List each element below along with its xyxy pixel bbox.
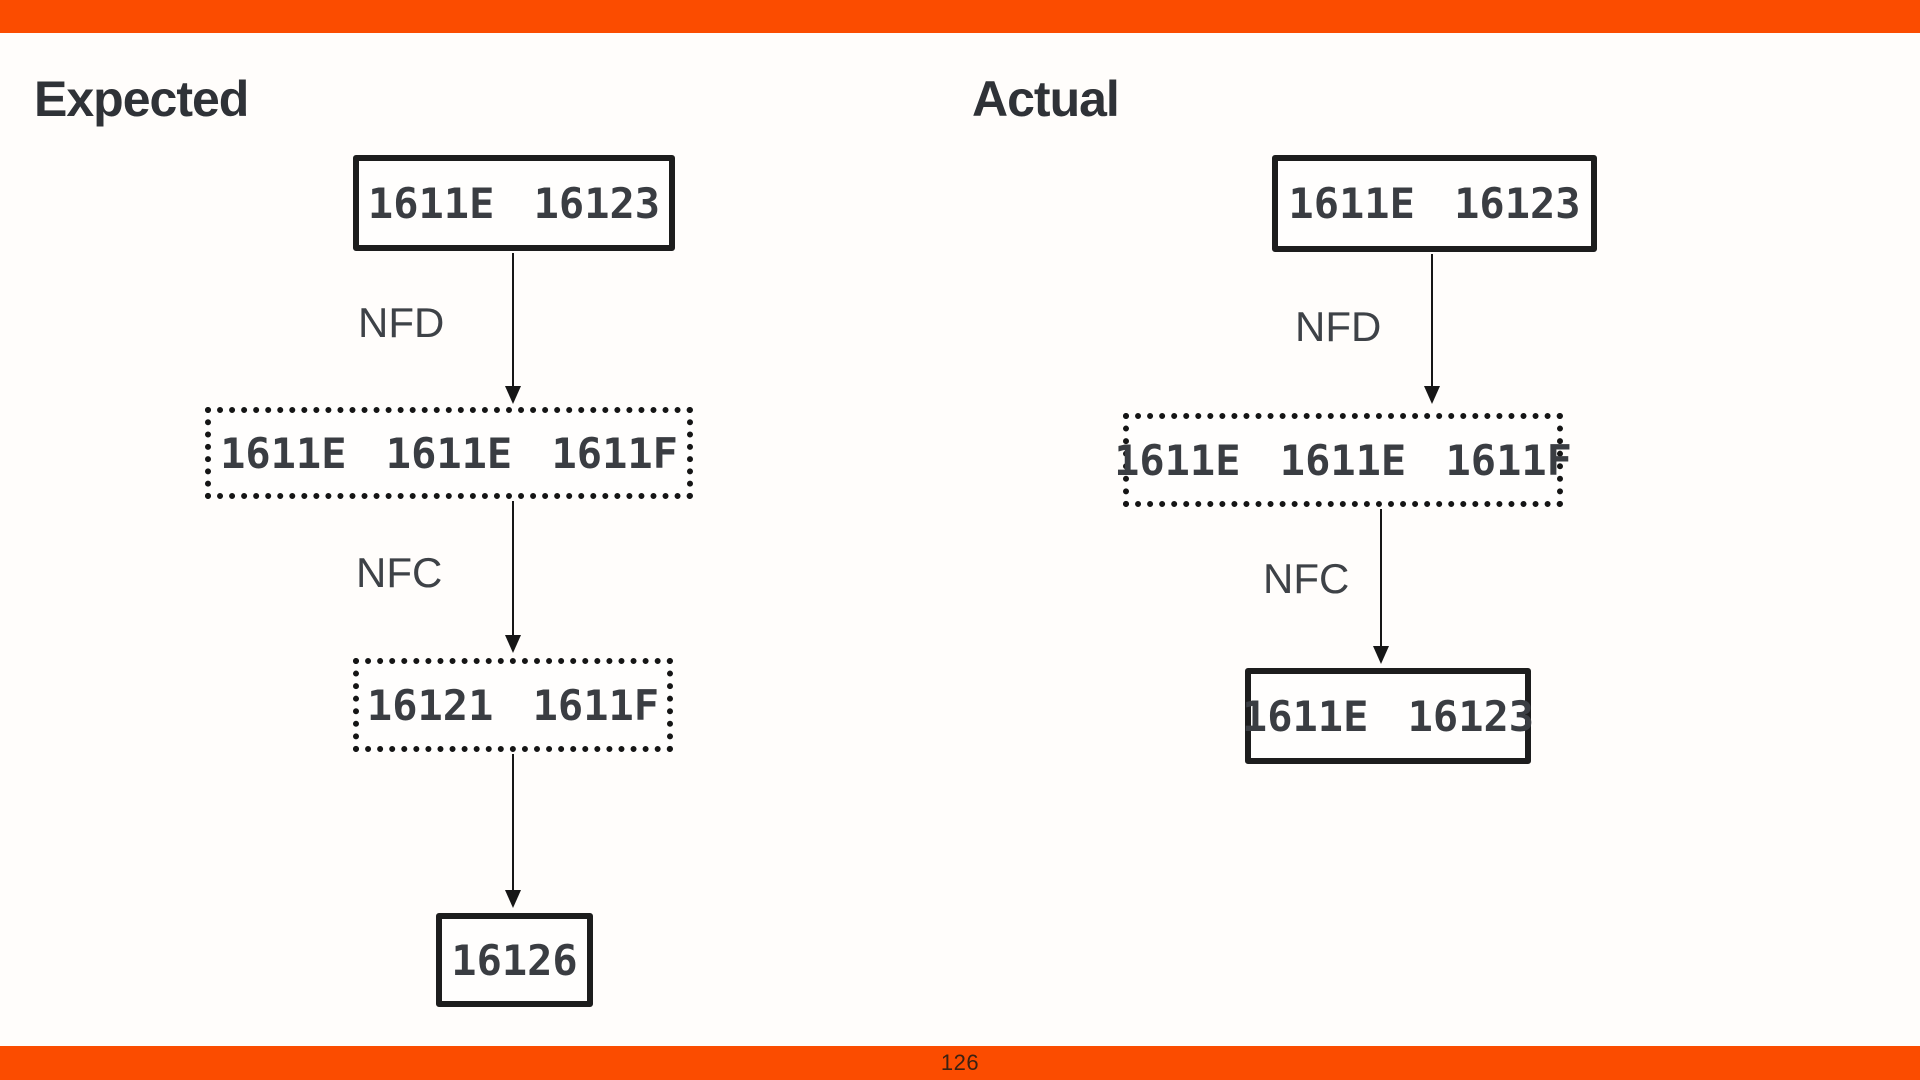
expected-arrow-nfd-head: [505, 386, 521, 404]
actual-node-source: 1611E 16123: [1272, 155, 1597, 252]
expected-arrow-nfc-line: [512, 501, 514, 637]
expected-node-source: 1611E 16123: [353, 155, 675, 251]
page-number: 126: [940, 1050, 980, 1075]
actual-node-nfc-result: 1611E 16123: [1242, 668, 1534, 764]
actual-edge-label-nfc: NFC: [1263, 555, 1350, 602]
expected-edge-label-nfd: NFD: [358, 299, 445, 346]
actual-arrow-nfc-line: [1380, 509, 1382, 648]
actual-arrow-nfd-head: [1424, 386, 1440, 404]
expected-edge-label-nfc: NFC: [356, 549, 443, 596]
actual-arrow-nfd-line: [1431, 254, 1433, 388]
actual-section-title: Actual: [972, 71, 1120, 127]
top-accent-bar: [0, 0, 1920, 33]
expected-node-nfc-result: 16121 1611F: [353, 658, 673, 752]
expected-arrow-nfc-head: [505, 635, 521, 653]
bottom-accent-bar: [0, 1046, 1920, 1080]
expected-arrow-final-line: [512, 754, 514, 892]
expected-section-title: Expected: [34, 71, 249, 127]
actual-edge-label-nfd: NFD: [1295, 303, 1382, 350]
expected-arrow-nfd-line: [512, 253, 514, 389]
actual-arrow-nfc-head: [1373, 646, 1389, 664]
expected-node-nfd-result: 1611E 1611E 1611F: [205, 407, 693, 499]
expected-arrow-final-head: [505, 890, 521, 908]
expected-node-final: 16126: [436, 913, 593, 1007]
actual-node-nfd-result: 1611E 1611E 1611F: [1114, 413, 1572, 507]
